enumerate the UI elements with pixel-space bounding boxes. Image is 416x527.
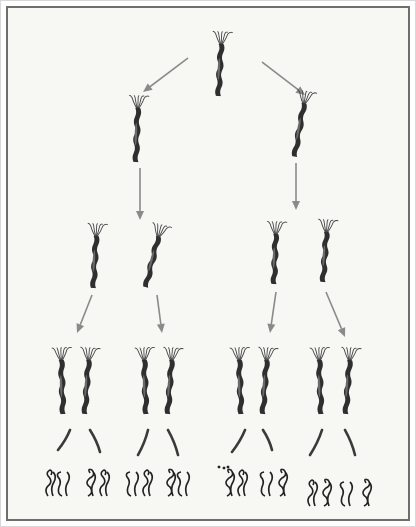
cell-g3-b2 [159,347,184,414]
coiled-form-14 [323,479,331,506]
coiled-form-9 [226,469,234,496]
dot-3 [227,466,230,469]
separation-stroke-1 [58,430,70,450]
coiled-form-12 [279,469,287,496]
arrow-gen0-left [143,58,188,92]
coiled-form-2 [57,472,69,496]
separation-stroke-5 [232,430,245,452]
dot-2 [223,467,226,470]
separation-stroke-2 [90,430,100,452]
coiled-form-1 [46,470,55,496]
cell-g2-b [137,223,172,290]
coiled-form-4 [100,470,109,496]
arrow-gen2-d [326,292,345,337]
daughter-cell-left [127,95,149,162]
cell-g3-b1 [135,347,157,414]
coiled-forms [46,466,371,506]
separation-stroke-4 [168,430,178,455]
coiled-form-13 [308,480,317,506]
arrow-gen2-c [267,292,276,333]
arrow-gen2-a [77,295,92,333]
separation-stroke-3 [138,430,148,455]
daughter-cell-right [286,90,317,159]
separation-stroke-6 [263,430,272,450]
coiled-form-3 [87,469,95,496]
arrow-gen2-b [157,295,165,333]
separation-lines [58,430,355,455]
cell-g3-a2 [76,347,101,414]
cell-g2-c [265,221,287,284]
cell-g3-d1 [310,347,332,414]
coiled-form-7 [167,469,175,496]
coiled-form-10 [238,470,247,496]
cell-figures [52,31,362,414]
cell-g3-d2 [337,347,362,414]
coiled-form-6 [143,470,152,496]
arrow-gen1-right [292,163,300,210]
separation-stroke-8 [345,430,355,455]
coiled-form-11 [260,472,272,496]
mother-cell [209,31,232,96]
coiled-form-8 [177,472,189,496]
cell-g3-c1 [230,347,252,414]
coiled-form-15 [340,482,352,506]
coiled-form-5 [126,472,138,496]
cell-g2-d [314,219,338,282]
cell-g3-c2 [254,347,279,414]
cell-g3-a1 [52,347,74,414]
dot-1 [218,466,221,469]
cell-g2-a [84,223,107,288]
separation-stroke-7 [310,430,322,455]
coiled-form-16 [363,479,371,506]
arrow-gen1-left [136,168,144,220]
